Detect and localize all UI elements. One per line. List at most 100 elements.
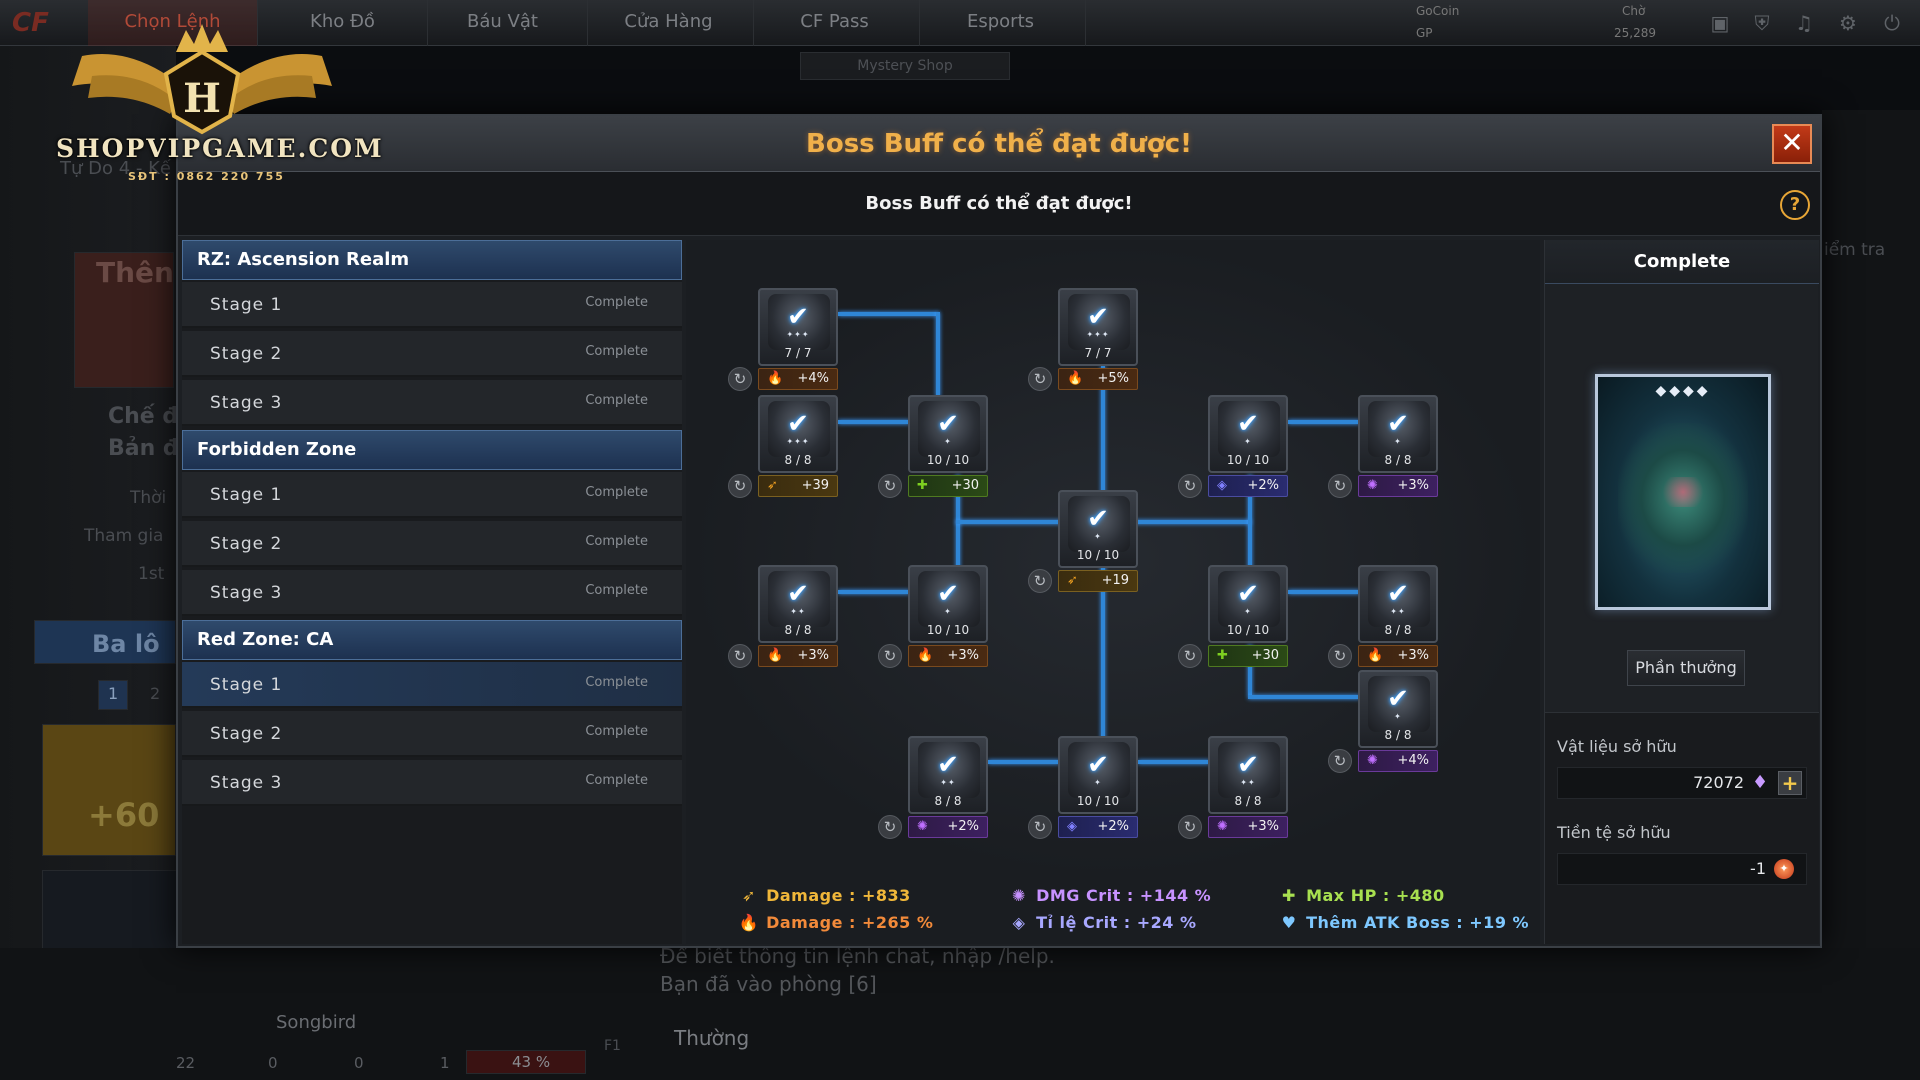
group-header-rz-ascension[interactable]: RZ: Ascension Realm bbox=[182, 240, 682, 280]
stage-row[interactable]: Stage 2 Complete bbox=[182, 521, 682, 567]
soldier-portrait bbox=[1218, 571, 1280, 627]
soldier-portrait bbox=[1368, 401, 1430, 457]
buff-node[interactable]: ✔✦8 / 8✺+3% bbox=[1358, 395, 1438, 511]
buff-node[interactable]: ✔✦10 / 10🔥+3% bbox=[908, 565, 988, 681]
reset-node-icon[interactable]: ↻ bbox=[1328, 644, 1352, 668]
tree-connector bbox=[956, 475, 960, 575]
reset-node-icon[interactable]: ↻ bbox=[1028, 569, 1052, 593]
buff-node[interactable]: ✔✦✦✦7 / 7🔥+5% bbox=[1058, 288, 1138, 404]
soldier-portrait bbox=[768, 571, 830, 627]
group-header-forbidden-zone[interactable]: Forbidden Zone bbox=[182, 430, 682, 470]
blue-icon: ◈ bbox=[1217, 478, 1227, 493]
reset-node-icon[interactable]: ↻ bbox=[1028, 815, 1052, 839]
node-bonus-value: +39 bbox=[801, 478, 829, 493]
buff-node[interactable]: ✔✦✦8 / 8🔥+3% bbox=[758, 565, 838, 681]
buff-node[interactable]: ✔✦✦8 / 8🔥+3% bbox=[1358, 565, 1438, 681]
group-header-red-zone-ca[interactable]: Red Zone: CA bbox=[182, 620, 682, 660]
buff-node[interactable]: ✔✦10 / 10◈+2% bbox=[1058, 736, 1138, 852]
tab-kho-do[interactable]: Kho Đồ bbox=[258, 0, 428, 46]
node-stars: ✦✦ bbox=[1240, 778, 1256, 787]
bottom-count-4: 1 bbox=[440, 1054, 450, 1072]
tab-cua-hang[interactable]: Cửa Hàng bbox=[584, 0, 754, 46]
stage-row[interactable]: Stage 1 Complete bbox=[182, 282, 682, 328]
reset-node-icon[interactable]: ↻ bbox=[728, 474, 752, 498]
node-stars: ✦ bbox=[944, 607, 952, 616]
stage-row[interactable]: Stage 1 Complete bbox=[182, 472, 682, 518]
stage-row[interactable]: Stage 2 Complete bbox=[182, 331, 682, 377]
node-frame: ✔✦10 / 10 bbox=[1058, 736, 1138, 814]
stage-row[interactable]: Stage 3 Complete bbox=[182, 570, 682, 616]
reset-node-icon[interactable]: ↻ bbox=[1328, 474, 1352, 498]
buff-node[interactable]: ✔✦8 / 8✺+4% bbox=[1358, 670, 1438, 786]
buff-node[interactable]: ✔✦✦✦8 / 8➶+39 bbox=[758, 395, 838, 511]
stage-row[interactable]: Stage 3 Complete bbox=[182, 380, 682, 426]
help-icon[interactable]: ? bbox=[1780, 190, 1810, 220]
fire-icon: 🔥 bbox=[1067, 371, 1084, 386]
reset-node-icon[interactable]: ↻ bbox=[878, 474, 902, 498]
check-icon: ✔ bbox=[787, 302, 809, 332]
bg-label-thoi: Thời bbox=[130, 488, 167, 508]
tree-connector bbox=[838, 312, 937, 316]
mystery-shop-button[interactable]: Mystery Shop bbox=[800, 52, 1010, 80]
add-materials-button[interactable]: + bbox=[1778, 771, 1802, 795]
check-icon: ✔ bbox=[1237, 750, 1259, 780]
reset-node-icon[interactable]: ↻ bbox=[1178, 474, 1202, 498]
reward-card[interactable]: ◆◆◆◆ bbox=[1595, 374, 1771, 610]
crit-rate-icon: ◈ bbox=[1012, 913, 1026, 932]
gear-icon[interactable]: ⚙ bbox=[1839, 11, 1857, 35]
purple-icon: ✺ bbox=[1217, 819, 1228, 834]
stage-row[interactable]: Stage 2 Complete bbox=[182, 711, 682, 757]
reset-node-icon[interactable]: ↻ bbox=[878, 815, 902, 839]
tab-esports[interactable]: Esports bbox=[916, 0, 1086, 46]
music-icon[interactable]: ♫ bbox=[1795, 11, 1813, 35]
power-icon[interactable]: ⏻ bbox=[1884, 11, 1900, 35]
tab-chon-lenh[interactable]: Chọn Lệnh bbox=[88, 0, 258, 46]
node-frame: ✔✦10 / 10 bbox=[1208, 565, 1288, 643]
bg-mode-panel bbox=[74, 252, 174, 388]
gp-label: GP bbox=[1416, 26, 1433, 40]
gp-value: 25,289 bbox=[1614, 26, 1656, 40]
bg-right-label: iểm tra bbox=[1824, 240, 1886, 260]
bg-mode-title: Thên bbox=[96, 256, 174, 289]
tab-bau-vat[interactable]: Báu Vật bbox=[418, 0, 588, 46]
close-button[interactable]: ✕ bbox=[1772, 124, 1812, 164]
buff-node[interactable]: ✔✦10 / 10✚+30 bbox=[908, 395, 988, 511]
node-frame: ✔✦10 / 10 bbox=[1058, 490, 1138, 568]
buff-node[interactable]: ✔✦✦✦7 / 7🔥+4% bbox=[758, 288, 838, 404]
currency-box: -1 ✦ bbox=[1557, 853, 1807, 885]
reset-node-icon[interactable]: ↻ bbox=[878, 644, 902, 668]
stage-name: Stage 1 bbox=[210, 485, 283, 505]
stat-dmg-crit: ✺ DMG Crit : +144 % bbox=[1008, 886, 1211, 905]
buff-node[interactable]: ✔✦10 / 10➶+19 bbox=[1058, 490, 1138, 606]
node-stars: ✦ bbox=[1394, 712, 1402, 721]
reset-node-icon[interactable]: ↻ bbox=[728, 644, 752, 668]
buff-node[interactable]: ✔✦✦8 / 8✺+3% bbox=[1208, 736, 1288, 852]
stage-row-selected[interactable]: Stage 1 Complete bbox=[182, 662, 682, 708]
tree-connector bbox=[1248, 695, 1360, 699]
reset-node-icon[interactable]: ↻ bbox=[1028, 367, 1052, 391]
reset-node-icon[interactable]: ↻ bbox=[1178, 815, 1202, 839]
check-icon: ✔ bbox=[1387, 409, 1409, 439]
stat-crit-rate: ◈ Tỉ lệ Crit : +24 % bbox=[1008, 913, 1197, 932]
reward-title: Complete bbox=[1545, 240, 1819, 284]
stage-status: Complete bbox=[585, 534, 648, 549]
stage-row[interactable]: Stage 3 Complete bbox=[182, 760, 682, 806]
stage-name: Stage 3 bbox=[210, 773, 283, 793]
reset-node-icon[interactable]: ↻ bbox=[728, 367, 752, 391]
node-stars: ✦ bbox=[1244, 437, 1252, 446]
reward-button[interactable]: Phần thưởng bbox=[1627, 650, 1745, 686]
buff-node[interactable]: ✔✦✦8 / 8✺+2% bbox=[908, 736, 988, 852]
stage-name: Stage 1 bbox=[210, 675, 283, 695]
materials-box: 72072 ♦ + bbox=[1557, 767, 1807, 799]
rank-icon[interactable]: ▣ bbox=[1710, 11, 1730, 35]
tab-cf-pass[interactable]: CF Pass bbox=[750, 0, 920, 46]
buff-node[interactable]: ✔✦10 / 10◈+2% bbox=[1208, 395, 1288, 511]
reset-node-icon[interactable]: ↻ bbox=[1178, 644, 1202, 668]
buff-node[interactable]: ✔✦10 / 10✚+30 bbox=[1208, 565, 1288, 681]
fire-icon: 🔥 bbox=[917, 648, 934, 663]
shield-icon[interactable]: ⛨ bbox=[1754, 11, 1770, 35]
reset-node-icon[interactable]: ↻ bbox=[1328, 749, 1352, 773]
node-frame: ✔✦10 / 10 bbox=[908, 565, 988, 643]
stage-name: Stage 2 bbox=[210, 534, 283, 554]
chat-mode-label[interactable]: Thường bbox=[674, 1026, 750, 1050]
